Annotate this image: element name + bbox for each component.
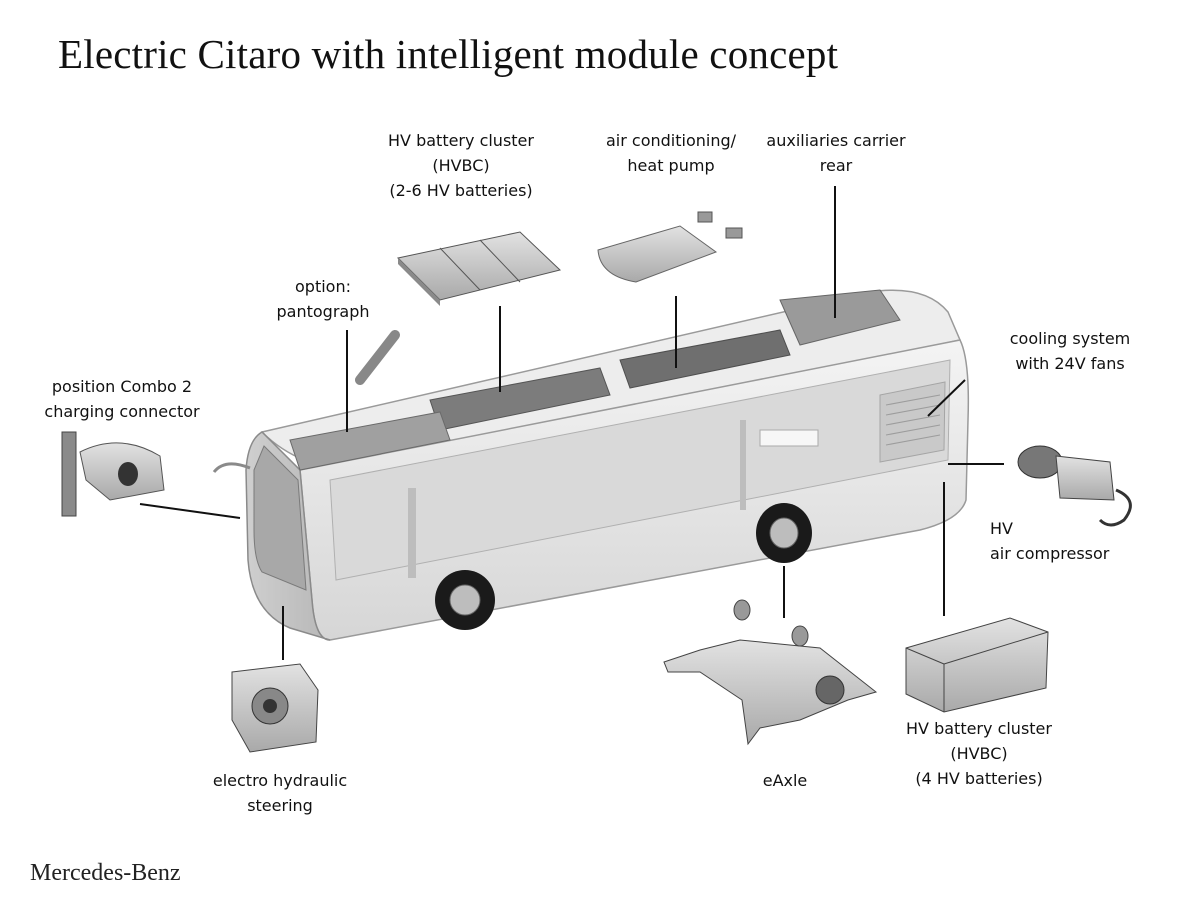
- label-aux: auxiliaries carrier rear: [756, 128, 916, 178]
- label-steering-line2: steering: [247, 796, 313, 815]
- label-compressor-line1: HV: [990, 519, 1013, 538]
- label-hvbc-rear-line1: HV battery cluster: [906, 719, 1052, 738]
- label-cooling-line1: cooling system: [1009, 329, 1131, 348]
- steering-illustration: [231, 663, 319, 753]
- label-aux-line1: auxiliaries carrier: [766, 131, 906, 150]
- label-aircon: air conditioning/ heat pump: [588, 128, 754, 178]
- label-hvbc-top-line2: (HVBC): [432, 156, 490, 175]
- label-aux-line2: rear: [819, 156, 853, 175]
- label-hvbc-rear: HV battery cluster (HVBC) (4 HV batterie…: [888, 716, 1070, 791]
- label-cooling: cooling system with 24V fans: [998, 326, 1142, 376]
- label-hvbc-top-line3: (2-6 HV batteries): [389, 181, 533, 200]
- page-title: Electric Citaro with intelligent module …: [58, 31, 839, 77]
- label-combo-line2: charging connector: [44, 402, 200, 421]
- hvbc-top-illustration: [396, 231, 562, 306]
- label-eaxle-line1: eAxle: [762, 771, 808, 790]
- air-compressor-illustration: [1017, 445, 1132, 527]
- eaxle-illustration: [663, 599, 878, 746]
- label-hvbc-rear-line3: (4 HV batteries): [915, 769, 1043, 788]
- label-combo-line1: position Combo 2: [51, 377, 193, 396]
- bus-illustration: [212, 289, 970, 641]
- leader-combo: [139, 503, 241, 519]
- label-eaxle: eAxle: [740, 768, 830, 793]
- label-combo: position Combo 2 charging connector: [30, 374, 214, 424]
- label-aircon-line1: air conditioning/: [605, 131, 737, 150]
- label-pantograph-line2: pantograph: [276, 302, 370, 321]
- label-cooling-line2: with 24V fans: [1015, 354, 1125, 373]
- brand-wordmark: Mercedes-Benz: [30, 860, 181, 886]
- label-pantograph-line1: option:: [295, 277, 351, 296]
- leader-lines: [139, 186, 1004, 660]
- label-compressor: HV air compressor: [990, 516, 1140, 566]
- label-steering: electro hydraulic steering: [196, 768, 364, 818]
- combo-connector-illustration: [61, 431, 165, 517]
- label-aircon-line2: heat pump: [627, 156, 715, 175]
- label-compressor-line2: air compressor: [990, 544, 1110, 563]
- label-hvbc-top: HV battery cluster (HVBC) (2-6 HV batter…: [370, 128, 552, 203]
- leader-cooling: [927, 379, 966, 417]
- label-hvbc-rear-line2: (HVBC): [950, 744, 1008, 763]
- label-steering-line1: electro hydraulic: [212, 771, 348, 790]
- aircon-illustration: [597, 211, 743, 283]
- label-hvbc-top-line1: HV battery cluster: [388, 131, 534, 150]
- hvbc-rear-illustration: [905, 617, 1049, 713]
- label-pantograph: option: pantograph: [262, 274, 384, 324]
